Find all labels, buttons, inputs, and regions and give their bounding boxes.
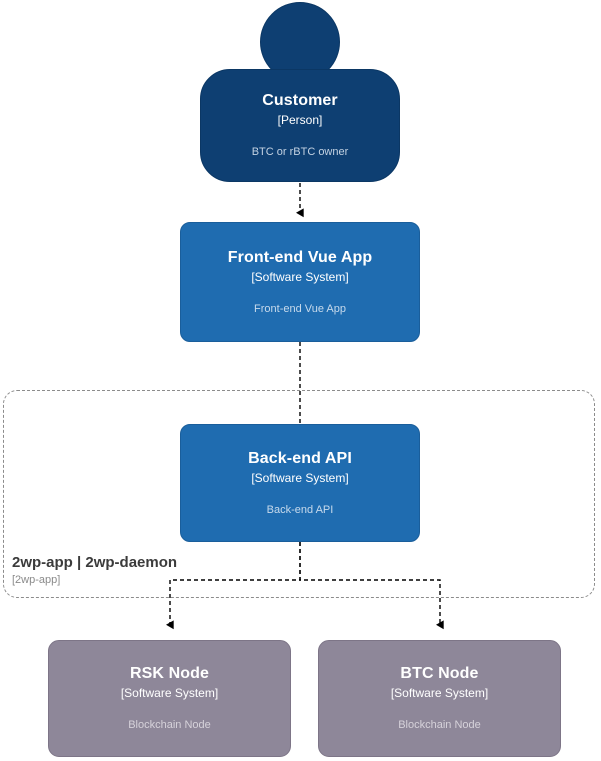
rsk-title: RSK Node xyxy=(129,665,210,682)
rsk-description: Blockchain Node xyxy=(128,719,211,731)
customer-head-icon xyxy=(260,2,340,82)
node-frontend-vue-app[interactable]: Front-end Vue App [Software System] Fron… xyxy=(180,222,420,342)
boundary-2wp-app xyxy=(3,390,595,598)
btc-title: BTC Node xyxy=(400,665,479,682)
customer-type: [Person] xyxy=(277,113,323,127)
backend-title: Back-end API xyxy=(248,449,352,467)
btc-description: Blockchain Node xyxy=(398,719,481,731)
node-btc-node[interactable]: BTC Node [Software System] Blockchain No… xyxy=(318,640,561,757)
node-customer[interactable]: Customer [Person] BTC or rBTC owner xyxy=(200,69,400,182)
rsk-type: [Software System] xyxy=(120,686,219,700)
frontend-description: Front-end Vue App xyxy=(254,302,346,315)
frontend-title: Front-end Vue App xyxy=(227,248,373,266)
frontend-type: [Software System] xyxy=(251,269,349,284)
customer-description: BTC or rBTC owner xyxy=(251,146,349,158)
node-backend-api[interactable]: Back-end API [Software System] Back-end … xyxy=(180,424,420,542)
backend-description: Back-end API xyxy=(266,503,334,516)
customer-title: Customer xyxy=(262,92,338,109)
boundary-label: 2wp-app | 2wp-daemon [2wp-app] xyxy=(12,553,177,587)
node-rsk-node[interactable]: RSK Node [Software System] Blockchain No… xyxy=(48,640,291,757)
btc-type: [Software System] xyxy=(390,686,489,700)
boundary-type: [2wp-app] xyxy=(12,574,61,586)
boundary-name: 2wp-app | 2wp-daemon xyxy=(12,554,178,571)
backend-type: [Software System] xyxy=(251,470,349,485)
